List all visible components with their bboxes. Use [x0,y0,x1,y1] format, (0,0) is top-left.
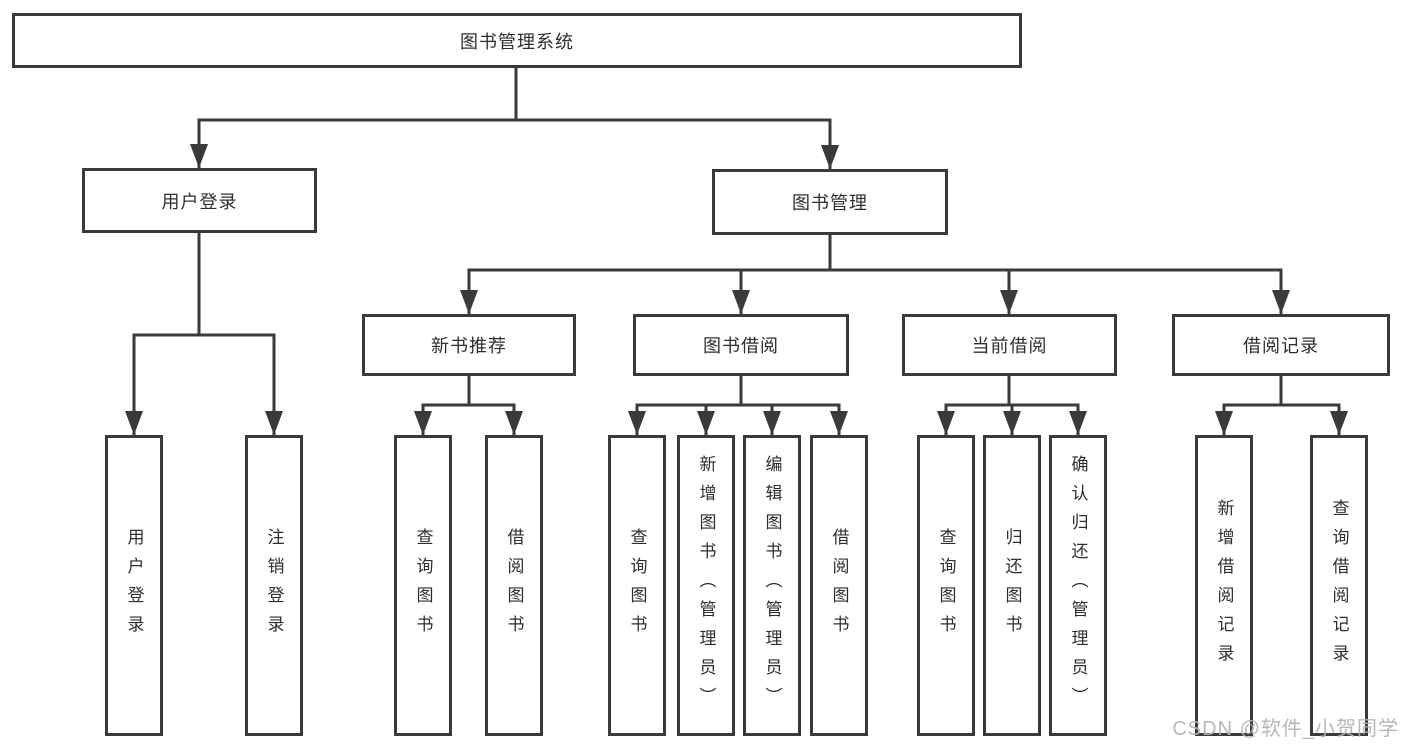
node-label: 新书推荐 [431,336,507,356]
leaf-label: 查询图书 [936,527,956,644]
node-book-management: 图书管理 [712,169,948,235]
leaf-borrow-borrow-books: 借阅图书 [810,435,868,736]
node-label: 图书管理系统 [460,31,574,52]
leaf-borrow-edit-books-admin: 编辑图书（管理员） [743,435,801,736]
leaf-label: 注销登录 [264,527,284,644]
leaf-label: 查询借阅记录 [1329,498,1349,673]
leaf-current-confirm-return-admin: 确认归还（管理员） [1049,435,1107,736]
node-book-borrowing: 图书借阅 [633,314,849,376]
leaf-label: 查询图书 [627,527,647,644]
leaf-label: 查询图书 [413,527,433,644]
leaf-label: 借阅图书 [829,527,849,644]
node-library-management-system: 图书管理系统 [12,13,1022,68]
connector-borrow-to-leaves [628,374,848,437]
leaf-logout: 注销登录 [245,435,303,736]
leaf-records-add-record: 新增借阅记录 [1195,435,1253,736]
node-new-book-recommendation: 新书推荐 [362,314,576,376]
leaf-label: 新增借阅记录 [1214,498,1234,673]
node-user-login: 用户登录 [82,168,317,233]
leaf-label: 确认归还（管理员） [1068,455,1088,716]
leaf-current-return-books: 归还图书 [983,435,1041,736]
node-label: 图书借阅 [703,336,779,356]
node-label: 当前借阅 [971,336,1048,356]
connector-login-to-leaves [125,231,283,437]
leaf-label: 编辑图书（管理员） [762,455,782,716]
leaf-borrow-add-books-admin: 新增图书（管理员） [677,435,735,736]
leaf-user-login: 用户登录 [105,435,163,736]
leaf-rec-borrow-books: 借阅图书 [485,435,543,736]
csdn-watermark: CSDN @软件_小贺同学 [1172,718,1399,740]
node-label: 图书管理 [792,193,868,213]
connector-current-to-leaves [937,374,1087,437]
leaf-current-query-books: 查询图书 [917,435,975,736]
node-label: 用户登录 [161,191,238,212]
leaf-borrow-query-books: 查询图书 [608,435,666,736]
node-borrowing-records: 借阅记录 [1172,314,1390,376]
connector-rec-to-leaves [414,374,523,437]
leaf-label: 用户登录 [124,527,144,644]
leaf-label: 新增图书（管理员） [696,455,716,716]
connector-root-to-level2 [190,66,839,171]
leaf-records-query-record: 查询借阅记录 [1310,435,1368,736]
node-current-borrowing: 当前借阅 [902,314,1117,376]
connector-mgmt-to-level3 [460,233,1290,316]
leaf-rec-query-books: 查询图书 [394,435,452,736]
leaf-label: 归还图书 [1002,527,1022,644]
leaf-label: 借阅图书 [504,527,524,644]
node-label: 借阅记录 [1243,336,1319,356]
connector-records-to-leaves [1215,374,1348,437]
